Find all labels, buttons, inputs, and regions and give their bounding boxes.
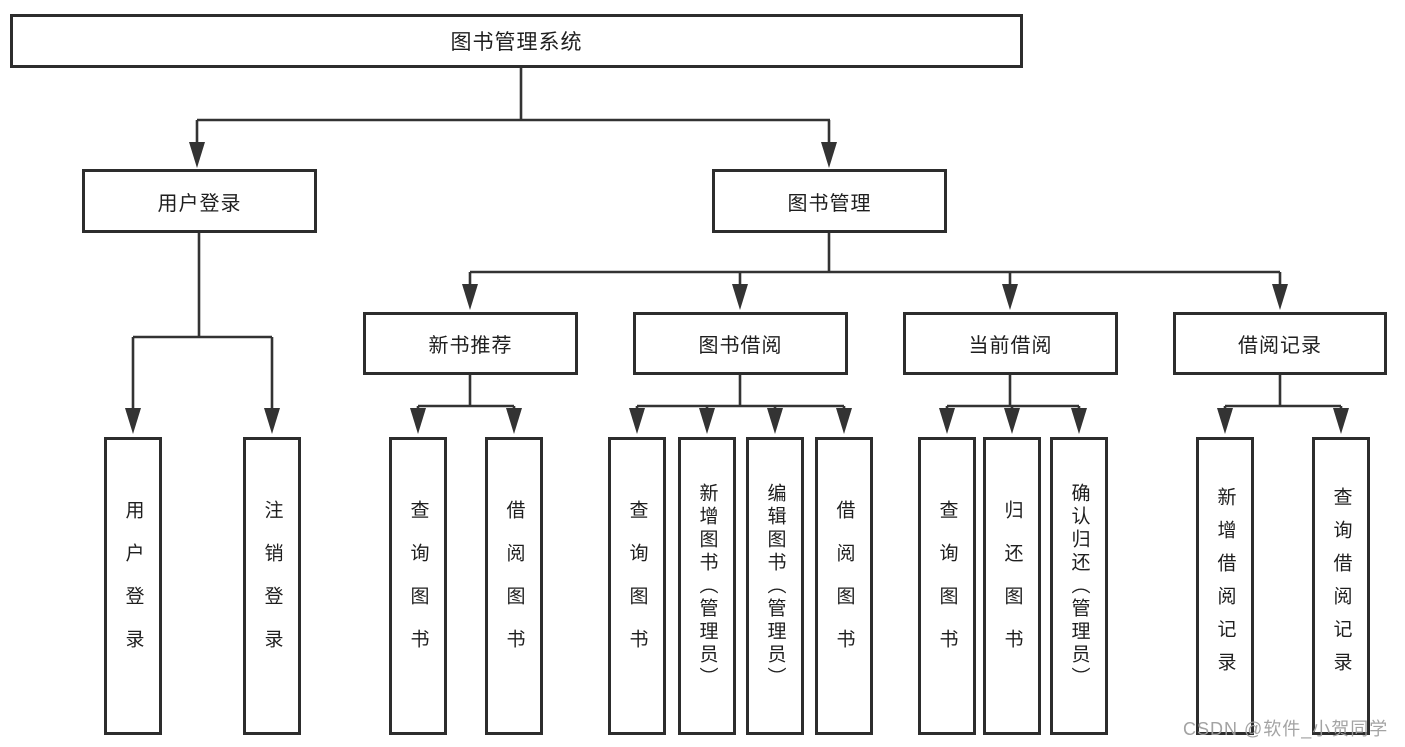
node-borrowing-records: 借阅记录 bbox=[1173, 312, 1387, 375]
leaf-add-books-admin: 新增图书（管理员） bbox=[678, 437, 736, 735]
leaf-query-books-borrowing: 查询图书 bbox=[608, 437, 666, 735]
leaf-confirm-return-admin: 确认归还（管理员） bbox=[1050, 437, 1108, 735]
leaf-borrow-books-recommend: 借阅图书 bbox=[485, 437, 543, 735]
csdn-watermark: CSDN @软件_小贺同学 bbox=[1183, 719, 1389, 739]
node-book-management: 图书管理 bbox=[712, 169, 947, 233]
leaf-borrow-books-borrowing: 借阅图书 bbox=[815, 437, 873, 735]
leaf-add-borrow-record: 新增借阅记录 bbox=[1196, 437, 1254, 735]
node-book-borrowing: 图书借阅 bbox=[633, 312, 848, 375]
node-user-login: 用户登录 bbox=[82, 169, 317, 233]
leaf-query-borrow-record: 查询借阅记录 bbox=[1312, 437, 1370, 735]
node-current-borrowing: 当前借阅 bbox=[903, 312, 1118, 375]
leaf-user-login: 用户登录 bbox=[104, 437, 162, 735]
leaf-query-books-recommend: 查询图书 bbox=[389, 437, 447, 735]
leaf-query-books-current: 查询图书 bbox=[918, 437, 976, 735]
leaf-logout-login: 注销登录 bbox=[243, 437, 301, 735]
node-new-book-recommendation: 新书推荐 bbox=[363, 312, 578, 375]
node-root: 图书管理系统 bbox=[10, 14, 1023, 68]
leaf-return-books: 归还图书 bbox=[983, 437, 1041, 735]
leaf-edit-books-admin: 编辑图书（管理员） bbox=[746, 437, 804, 735]
arrowheads bbox=[125, 142, 1349, 434]
